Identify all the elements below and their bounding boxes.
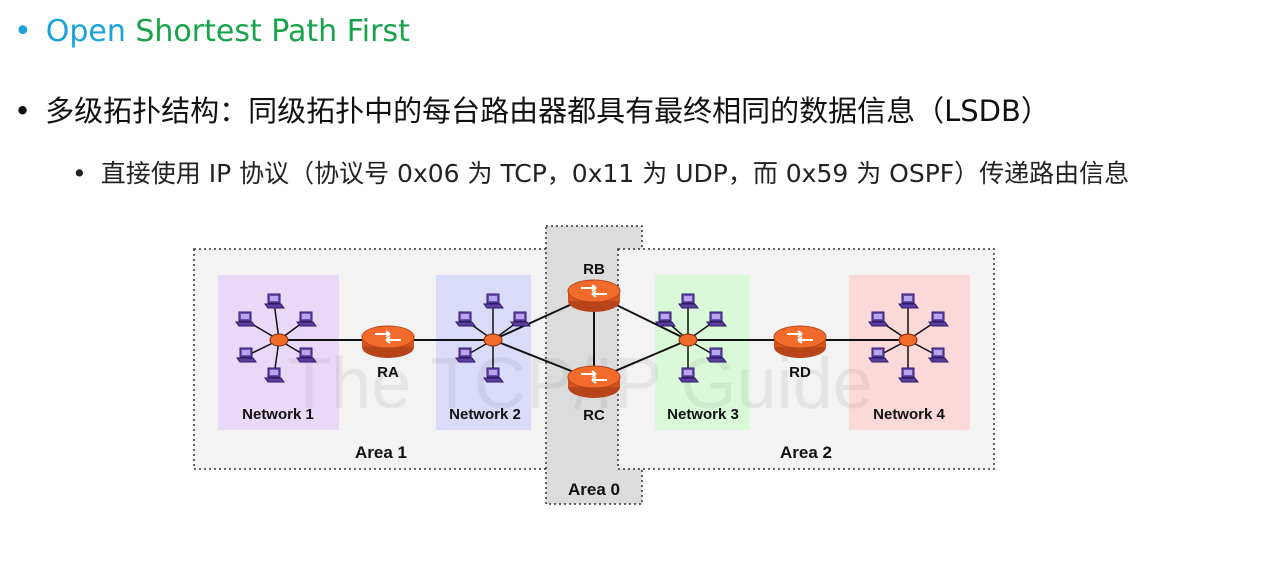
router-rb-label: RB <box>583 261 605 278</box>
ospf-rest-text: Shortest Path First <box>135 14 410 49</box>
bullet-dot: • <box>72 159 87 188</box>
hub-icon <box>483 333 503 347</box>
network-4-hosts <box>868 293 949 383</box>
network-2-label: Network 2 <box>449 406 521 423</box>
hub-icon <box>898 333 918 347</box>
network-1-hosts <box>235 293 317 383</box>
router-rd-icon <box>773 325 827 359</box>
area-0-label: Area 0 <box>568 480 620 499</box>
network-4-label: Network 4 <box>873 406 945 423</box>
router-rb-icon <box>567 279 621 313</box>
bullet-topology: • 多级拓扑结构：同级拓扑中的每台路由器都具有最终相同的数据信息（LSDB） <box>14 88 1050 130</box>
hub-icon <box>678 333 698 347</box>
router-rc-icon <box>567 365 621 399</box>
network-3-bg <box>655 275 750 430</box>
network-3-label: Network 3 <box>667 406 739 423</box>
bullet-dot: • <box>14 94 32 128</box>
hub-icon <box>269 333 289 347</box>
bullet-protocol: • 直接使用 IP 协议（协议号 0x06 为 TCP，0x11 为 UDP，而 … <box>72 154 1129 190</box>
area-1-label: Area 1 <box>355 443 407 462</box>
ospf-open-text: Open <box>45 14 136 49</box>
network-2-bg <box>436 275 531 430</box>
network-2-hosts <box>455 293 531 383</box>
network-1-label: Network 1 <box>242 406 314 423</box>
protocol-text: 直接使用 IP 协议（协议号 0x06 为 TCP，0x11 为 UDP，而 0… <box>100 159 1130 188</box>
router-ra-label: RA <box>377 364 399 381</box>
topology-text: 多级拓扑结构：同级拓扑中的每台路由器都具有最终相同的数据信息（LSDB） <box>45 94 1050 128</box>
router-rd-label: RD <box>789 364 811 381</box>
bullet-ospf: • Open Shortest Path First <box>14 14 410 49</box>
router-rc-label: RC <box>583 407 605 424</box>
area-2-label: Area 2 <box>780 443 832 462</box>
router-ra-icon <box>361 325 415 359</box>
network-3-hosts <box>655 293 727 383</box>
bullet-dot: • <box>14 14 32 49</box>
